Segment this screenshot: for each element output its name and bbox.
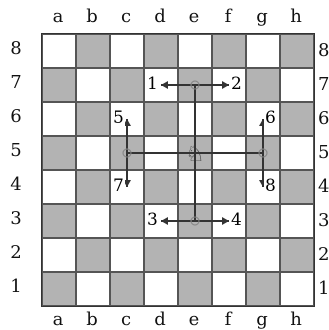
file-label-top: a [41,8,75,26]
move-number-label: 6 [264,110,277,127]
file-label-top: c [109,8,143,26]
file-label-bottom: b [75,311,109,329]
rank-label-left: 1 [8,278,24,296]
chessboard: ♘1 2 3 4 5 6 7 8 [41,33,315,307]
rank-label-right: 1 [318,280,329,298]
move-number-label: 2 [230,76,243,93]
move-number-label: 8 [264,178,277,195]
file-label-top: f [211,8,245,26]
rank-label-right: 7 [318,76,329,94]
rank-label-left: 3 [8,210,24,228]
move-arrows-layer: ♘ [42,34,314,306]
rank-label-left: 2 [8,244,24,262]
file-label-bottom: e [177,311,211,329]
arrow-head [222,217,229,225]
move-number-label: 1 [146,76,159,93]
file-label-top: h [279,8,313,26]
file-label-top: g [245,8,279,26]
file-label-bottom: g [245,311,279,329]
move-number-label: 5 [112,110,125,127]
move-number-label: 4 [230,212,243,229]
file-label-bottom: c [109,311,143,329]
file-label-top: e [177,8,211,26]
rank-label-left: 8 [8,40,24,58]
move-number-label: 3 [146,212,159,229]
rank-label-right: 2 [318,246,329,264]
arrow-head [161,81,168,89]
rank-label-left: 5 [8,142,24,160]
file-label-top: d [143,8,177,26]
rank-label-right: 4 [318,178,329,196]
rank-label-right: 8 [318,42,329,60]
rank-label-left: 7 [8,74,24,92]
rank-label-left: 4 [8,176,24,194]
file-label-bottom: d [143,311,177,329]
rank-label-left: 6 [8,108,24,126]
arrow-head [161,217,168,225]
rank-label-right: 6 [318,110,329,128]
file-label-bottom: h [279,311,313,329]
file-label-bottom: f [211,311,245,329]
rank-label-right: 3 [318,212,329,230]
file-label-bottom: a [41,311,75,329]
move-number-label: 7 [112,178,125,195]
rank-label-right: 5 [318,144,329,162]
file-label-top: b [75,8,109,26]
arrow-head [222,81,229,89]
